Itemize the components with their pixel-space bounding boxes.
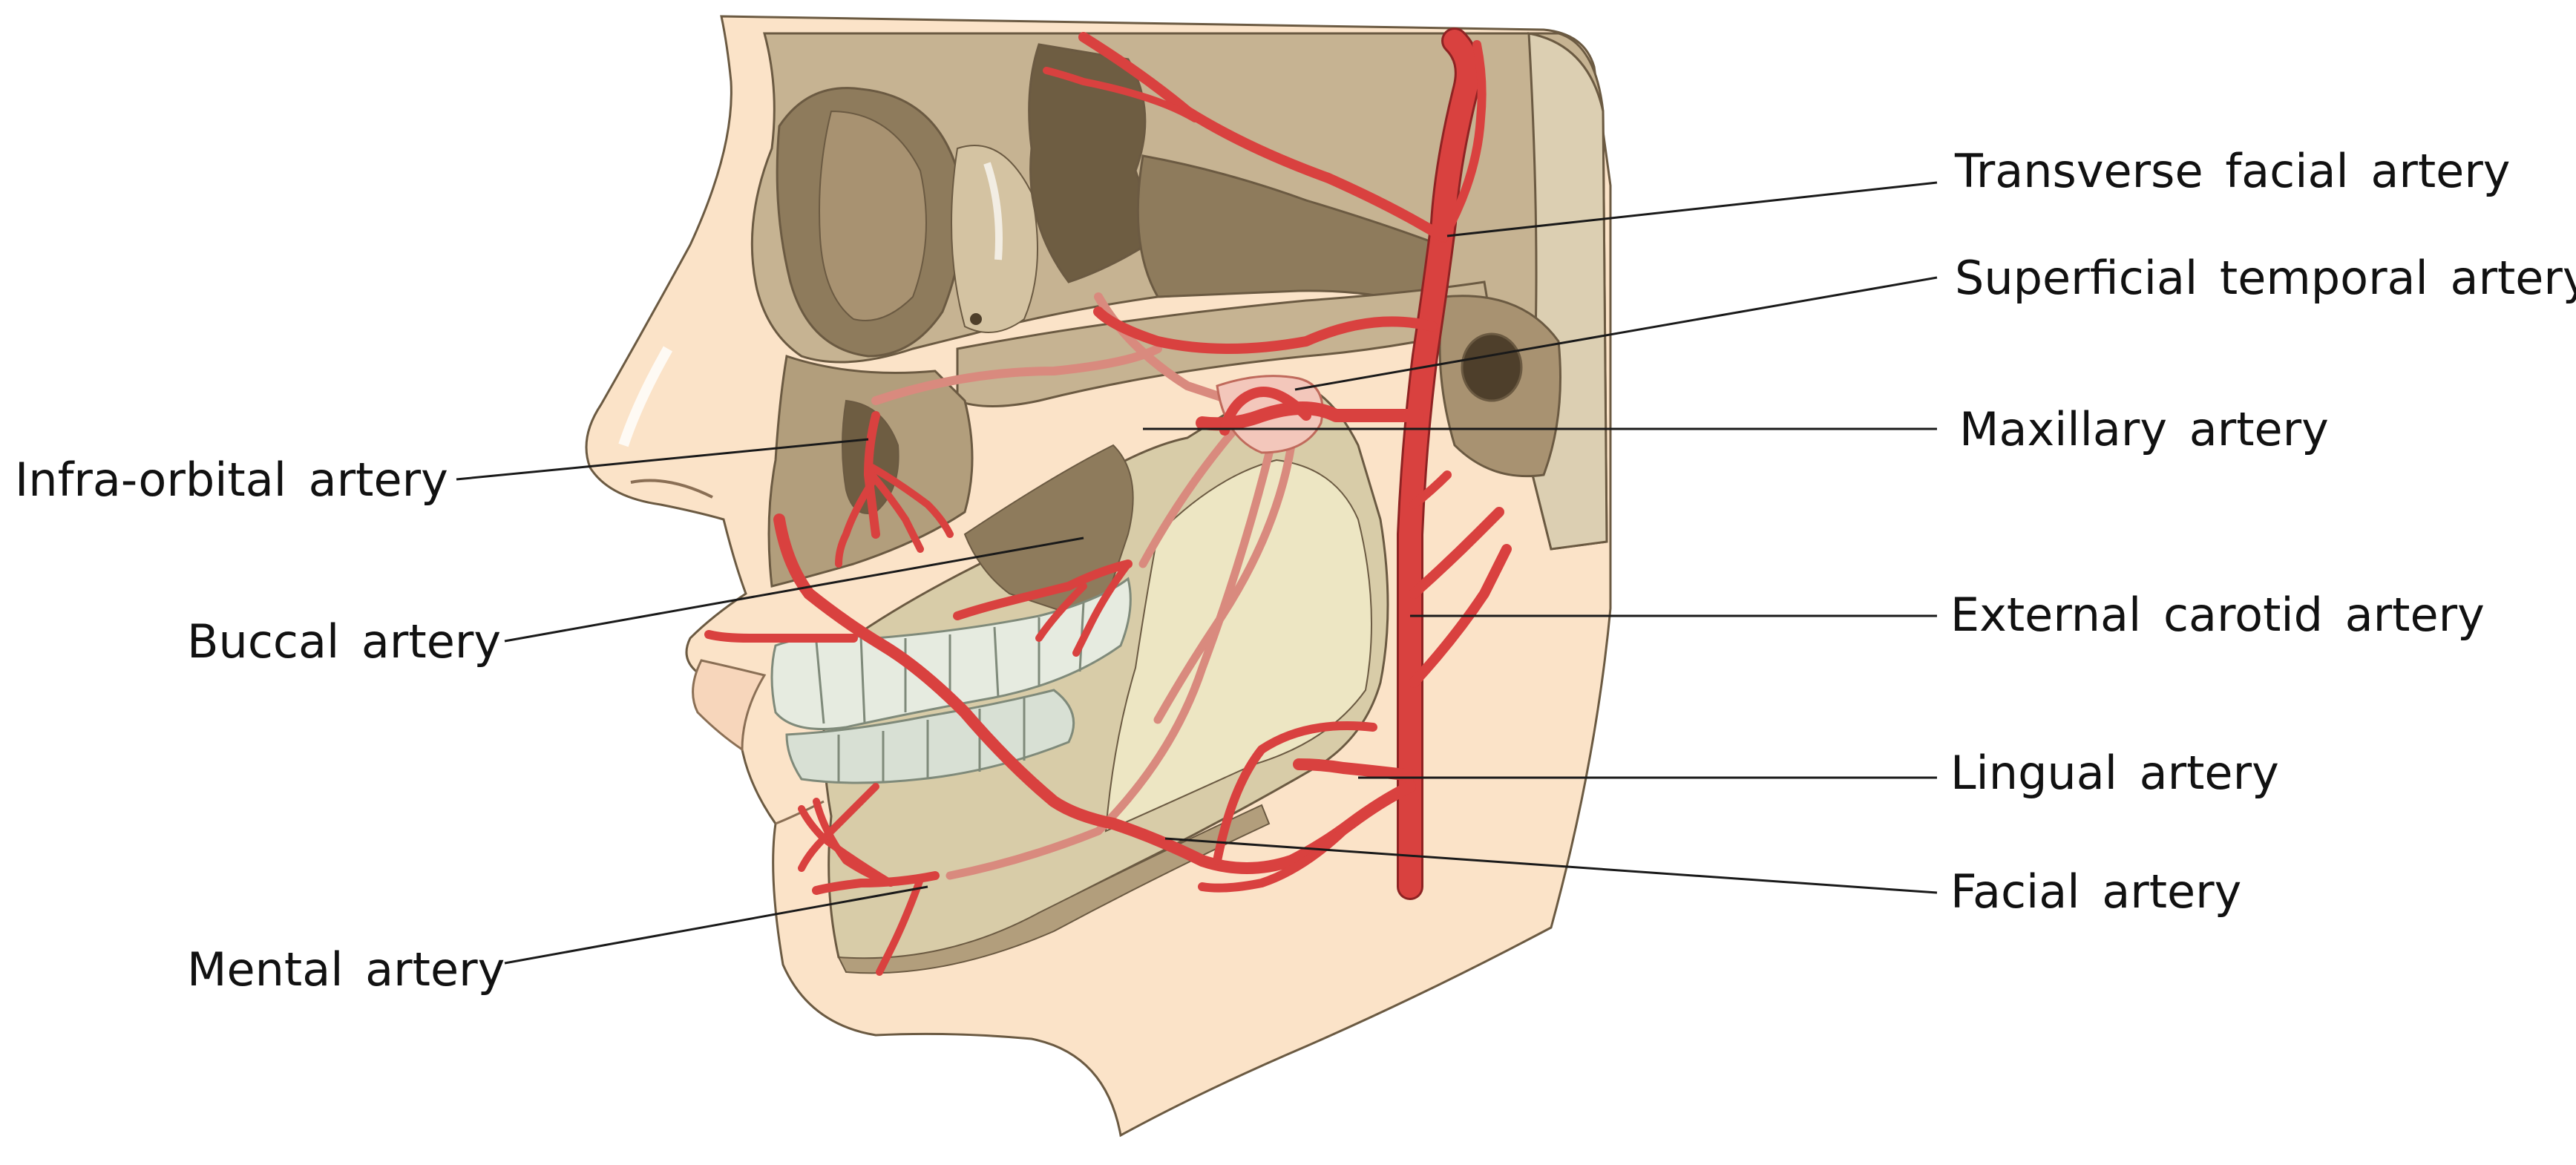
cheekbone-highlight <box>983 162 1003 260</box>
superior-labial-artery <box>704 630 858 643</box>
superficial-temporal-frontal-branch <box>1078 32 1449 243</box>
label-facial-artery: Facial artery <box>1950 864 2241 919</box>
orbit-inner <box>819 110 927 321</box>
leader-buccal <box>504 536 1084 643</box>
labels: Transverse facial artery Superficial tem… <box>15 144 2576 997</box>
facial-artery-loop <box>1213 721 1377 865</box>
label-buccal-artery: Buccal artery <box>187 614 501 669</box>
ear-canal <box>1461 332 1523 402</box>
nostril <box>630 479 713 499</box>
infra-orbital-branch-c <box>835 479 876 568</box>
zygomatic-bone <box>951 145 1038 333</box>
upper-teeth <box>770 577 1132 730</box>
occipital-branch-lower <box>1409 544 1512 688</box>
label-superficial-temporal-artery: Superficial temporal artery <box>1955 251 2576 305</box>
leader-mental <box>504 885 928 965</box>
posterior-branch-small <box>1409 470 1452 509</box>
temporal-fossa <box>1028 43 1159 283</box>
buccal-artery-branch-a <box>1072 560 1132 657</box>
skull <box>750 32 1608 588</box>
superficial-temporal-small-branch <box>1043 67 1199 122</box>
leader-infra-orbital <box>456 438 869 481</box>
masseteric-branch <box>1153 441 1296 724</box>
nose-highlight <box>618 346 673 447</box>
mental-artery-branch-a <box>876 876 924 976</box>
submental-branch <box>1198 819 1355 893</box>
facial-artery <box>773 513 1416 874</box>
lingual-artery <box>1293 758 1416 781</box>
label-infra-orbital-artery: Infra-orbital artery <box>15 453 448 507</box>
infraorbital-deep-branch <box>871 344 1162 405</box>
label-mental-artery: Mental artery <box>187 942 505 997</box>
infra-orbital-branch-b <box>868 471 924 553</box>
label-lingual-artery: Lingual artery <box>1950 746 2279 800</box>
superficial-temporal-parietal-branch <box>1439 40 1487 242</box>
occipital-branch-upper <box>1409 507 1504 599</box>
leader-transverse-facial <box>1446 181 1938 237</box>
external-carotid-artery <box>1399 30 1479 898</box>
buccal-artery-branch-b <box>1035 582 1087 642</box>
label-maxillary-artery: Maxillary artery <box>1959 402 2329 456</box>
mental-artery <box>812 871 940 895</box>
arteries <box>704 27 1512 976</box>
lips <box>692 659 767 752</box>
leader-superficial-temporal <box>1294 276 1938 391</box>
maxillary-artery-loop <box>1219 387 1311 436</box>
infra-orbital-branch-a <box>868 464 954 538</box>
label-transverse-facial-artery: Transverse facial artery <box>1954 144 2511 198</box>
label-external-carotid-artery: External carotid artery <box>1950 588 2485 642</box>
chin-branch <box>813 798 894 887</box>
supraorbital-foramen <box>970 313 982 325</box>
deep-buccal-branch <box>1138 411 1251 568</box>
leader-facial <box>1164 837 1938 894</box>
inferior-alveolar-artery <box>945 419 1281 880</box>
buccal-artery <box>953 559 1133 620</box>
transverse-facial-artery <box>1093 306 1438 354</box>
leader-lines <box>456 181 1938 965</box>
